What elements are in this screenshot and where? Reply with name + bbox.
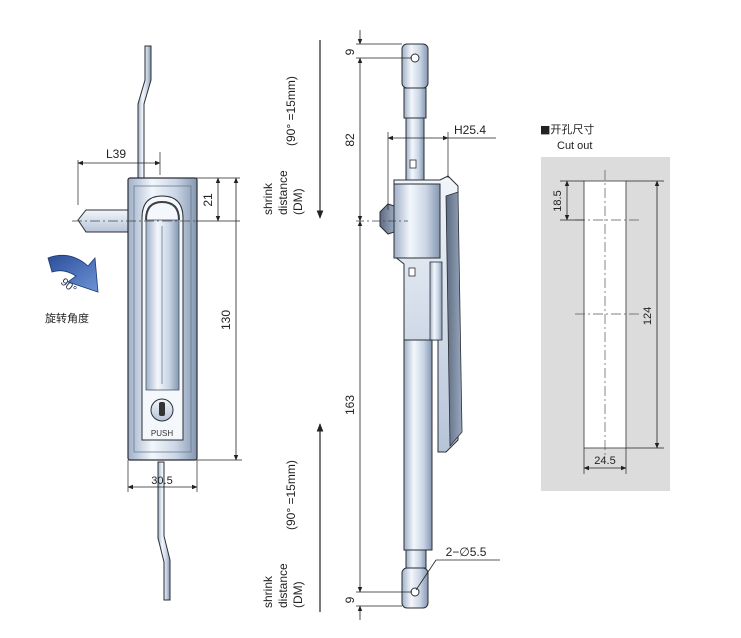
dim-82: 82 — [343, 133, 357, 147]
travel-top-distance: distance — [276, 170, 290, 215]
dim-21: 21 — [201, 193, 215, 207]
front-top-rod — [137, 45, 152, 179]
dim-h25-4: H25.4 — [454, 123, 486, 137]
travel-top-shrink: shrink — [261, 182, 275, 215]
dim-130: 130 — [219, 310, 233, 330]
dim-18-5: 18.5 — [552, 190, 564, 211]
dim-30-5: 30.5 — [151, 475, 172, 487]
dim-163: 163 — [343, 395, 357, 415]
cutout-title-cn: ■开孔尺寸 — [540, 122, 594, 136]
dim-9-top: 9 — [343, 48, 357, 55]
travel-bottom-distance: distance — [276, 563, 290, 608]
dim-hole-diameter: 2−∅5.5 — [446, 545, 487, 559]
travel-bottom-angle: (90° =15mm) — [284, 460, 298, 530]
dim-24-5: 24.5 — [594, 455, 615, 467]
front-view: PUSH L39 21 130 30.5 90° 旋转角度 — [45, 45, 242, 601]
travel-annotations: shrink distance (DM) (90° =15mm) shrink … — [261, 40, 324, 612]
rotation-arrow-icon — [47, 254, 99, 293]
side-rod-top — [401, 43, 429, 89]
dim-l39: L39 — [106, 147, 126, 161]
travel-top-texts: shrink distance (DM) (90° =15mm) — [261, 76, 305, 215]
hole-bottom-icon — [410, 587, 420, 597]
dim-9-bottom: 9 — [343, 596, 357, 603]
cutout-title-en: Cut out — [557, 140, 592, 152]
side-key-knob — [379, 203, 395, 235]
travel-bottom-dm: (DM) — [291, 581, 305, 608]
side-handle-face — [445, 191, 463, 448]
travel-bottom-texts: shrink distance (DM) (90° =15mm) — [261, 460, 305, 608]
dim-124: 124 — [642, 307, 654, 325]
travel-top-angle: (90° =15mm) — [284, 76, 298, 146]
side-view: 9 82 163 9 H25.4 2−∅5.5 — [343, 30, 500, 620]
travel-bottom-shrink: shrink — [261, 575, 275, 608]
travel-top-dm: (DM) — [291, 188, 305, 215]
hole-top-icon — [410, 53, 420, 63]
cutout-panel: ■开孔尺寸 Cut out 18.5 124 24.5 — [540, 122, 670, 491]
push-label: PUSH — [151, 429, 173, 438]
rotation-caption: 旋转角度 — [45, 311, 89, 325]
